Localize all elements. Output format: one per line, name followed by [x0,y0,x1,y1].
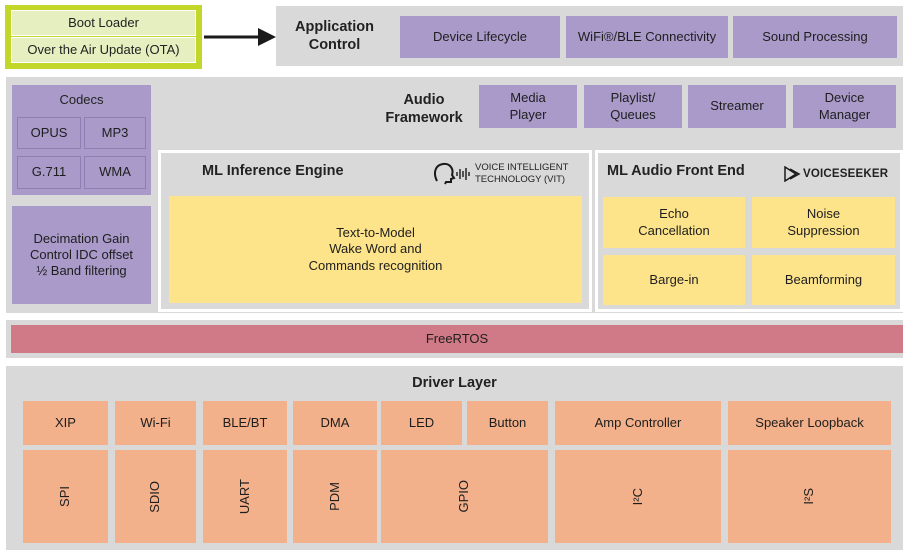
playlist-queues-box: Playlist/ Queues [584,85,682,128]
codec-opus-label: OPUS [30,124,68,140]
connectivity-label: WiFi®/BLE Connectivity [577,28,717,44]
driver-button: Button [467,401,548,445]
device-lifecycle-label: Device Lifecycle [433,28,527,44]
driver-blebt: BLE/BT [203,401,287,445]
ota-box: Over the Air Update (OTA) [11,37,196,63]
driver-gpio-label: GPIO [456,480,472,513]
barge-in-box: Barge-in [603,255,745,305]
ml-inference-body: Text-to-Model Wake Word and Commands rec… [169,196,582,303]
driver-speaker-loopback-label: Speaker Loopback [755,414,864,430]
driver-wifi: Wi-Fi [115,401,196,445]
noise-suppression-box: Noise Suppression [752,197,895,248]
boot-loader-box: Boot Loader [11,10,196,36]
media-player-box: Media Player [479,85,577,128]
decimation-box: Decimation Gain Control IDC offset ½ Ban… [12,206,151,304]
driver-uart-label: UART [236,478,252,515]
connectivity-box: WiFi®/BLE Connectivity [566,16,728,58]
driver-led-label: LED [408,414,435,430]
vit-label: VOICE INTELLIGENT TECHNOLOGY (VIT) [475,162,569,185]
voiceseeker-logo-text: VOICESEEKER [803,168,889,180]
driver-gpio: GPIO [381,450,548,543]
driver-uart: UART [203,450,287,543]
driver-sdio: SDIO [115,450,196,543]
driver-sdio-label: SDIO [147,480,163,513]
codec-g711: G.711 [17,156,81,189]
driver-i2s-label: I²S [801,488,817,505]
driver-spi: SPI [23,450,108,543]
driver-blebt-label: BLE/BT [222,414,268,430]
driver-wifi-label: Wi-Fi [140,414,171,430]
arrow-icon [204,28,276,46]
codecs-title: Codecs [59,91,104,107]
codec-g711-label: G.711 [31,164,67,180]
driver-spi-label: SPI [57,486,73,507]
driver-led: LED [381,401,462,445]
audio-framework-title: Audio Framework [385,91,463,126]
driver-pdm-label: PDM [326,482,342,511]
codec-opus: OPUS [17,117,81,149]
device-manager-box: Device Manager [793,85,896,128]
voiceseeker-logo-icon [784,166,801,182]
driver-speaker-loopback: Speaker Loopback [728,401,891,445]
sound-processing-box: Sound Processing [733,16,897,58]
driver-i2c-label: I²C [629,487,645,506]
ota-label: Over the Air Update (OTA) [27,41,180,57]
driver-amp-controller-label: Amp Controller [594,414,682,430]
driver-i2s: I²S [728,450,891,543]
codec-wma-label: WMA [99,164,131,180]
application-control-title: Application Control [295,18,374,53]
streamer-box: Streamer [688,85,786,128]
driver-dma: DMA [293,401,377,445]
ml-inference-title: ML Inference Engine [202,163,344,179]
device-lifecycle-box: Device Lifecycle [400,16,560,58]
freertos-bar: FreeRTOS [11,325,903,353]
codec-wma: WMA [84,156,146,189]
codec-mp3-label: MP3 [101,124,129,140]
driver-button-label: Button [488,414,527,430]
echo-cancellation-box: Echo Cancellation [603,197,745,248]
driver-dma-label: DMA [320,414,350,430]
boot-loader-label: Boot Loader [68,14,139,30]
ml-front-end-title: ML Audio Front End [607,163,745,179]
driver-pdm: PDM [293,450,377,543]
codec-mp3: MP3 [84,117,146,149]
beamforming-box: Beamforming [752,255,895,305]
driver-xip-label: XIP [55,414,76,430]
driver-xip: XIP [23,401,108,445]
driver-amp-controller: Amp Controller [555,401,721,445]
driver-i2c: I²C [555,450,721,543]
freertos-label: FreeRTOS [425,330,489,346]
driver-layer-title: Driver Layer [412,374,497,391]
sound-processing-label: Sound Processing [762,28,868,44]
voice-head-icon [434,162,470,185]
